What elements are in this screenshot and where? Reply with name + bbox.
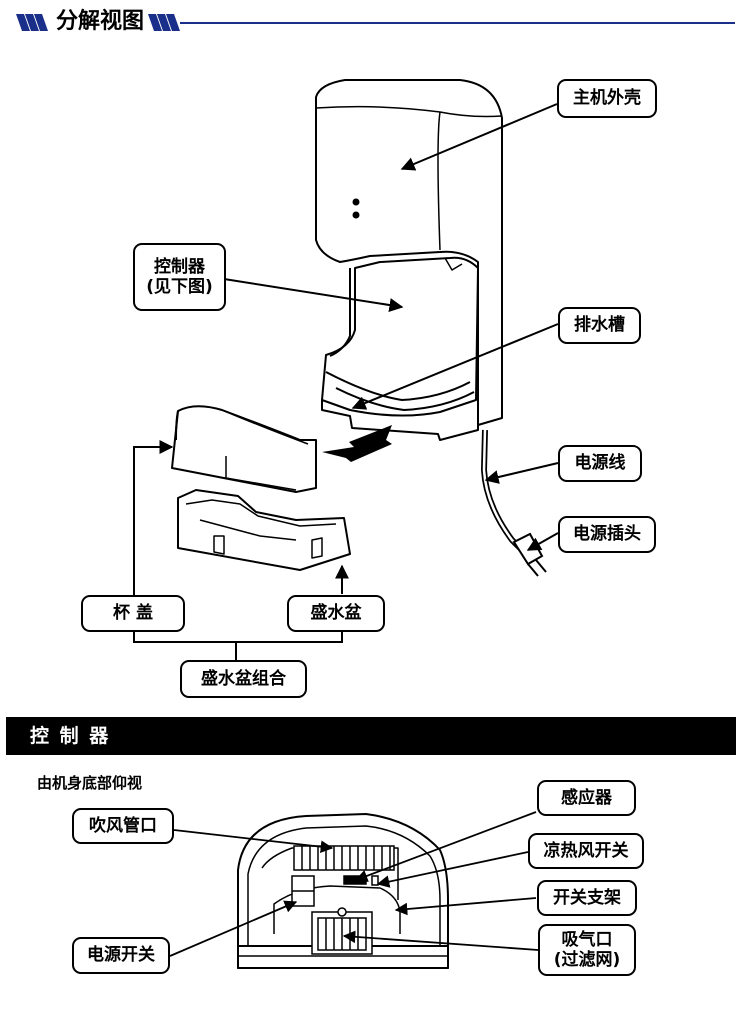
label-controller: 控制器 (见下图) <box>133 243 226 311</box>
leader-lines-top <box>133 103 559 660</box>
page-title: 分解视图 <box>56 9 145 34</box>
label-cord: 电源线 <box>558 445 642 482</box>
dryer-housing <box>315 79 503 426</box>
label-switch-bracket: 开关支架 <box>537 880 637 916</box>
label-controller-line1: 控制器 <box>154 256 205 277</box>
dryer-cavity <box>321 256 479 441</box>
section-bar-accent <box>0 717 6 755</box>
power-switch <box>291 875 315 907</box>
header-slashes-left <box>16 14 48 31</box>
removal-arrow <box>322 425 392 462</box>
label-housing: 主机外壳 <box>557 79 657 118</box>
header-slashes-right <box>148 14 180 31</box>
label-plug: 电源插头 <box>558 516 656 553</box>
blow-duct-grille <box>293 845 395 871</box>
section-bar-controller: 控 制 器 <box>0 717 736 755</box>
power-cord <box>480 429 525 553</box>
controller-body <box>237 813 449 969</box>
label-sensor: 感应器 <box>537 780 636 816</box>
label-intake: 吸气口 (过滤网) <box>538 924 636 976</box>
label-controller-line2: (见下图) <box>146 277 213 297</box>
label-cool-hot-switch: 凉热风开关 <box>528 833 644 869</box>
basin <box>177 489 351 571</box>
label-blow-duct: 吹风管口 <box>72 808 174 844</box>
label-basin-assembly: 盛水盆组合 <box>180 660 307 698</box>
label-drain: 排水槽 <box>558 307 641 344</box>
label-basin: 盛水盆 <box>287 595 385 632</box>
intake-filter <box>311 907 373 955</box>
label-intake-line2: (过滤网) <box>553 950 621 970</box>
label-cup-lid: 杯 盖 <box>81 595 185 632</box>
label-intake-line1: 吸气口 <box>561 929 613 950</box>
cup-lid <box>171 405 317 493</box>
controller-view-note: 由机身底部仰视 <box>37 774 143 792</box>
power-plug <box>512 532 547 577</box>
label-power-switch: 电源开关 <box>72 937 170 974</box>
leader-lines-bottom <box>169 811 539 957</box>
